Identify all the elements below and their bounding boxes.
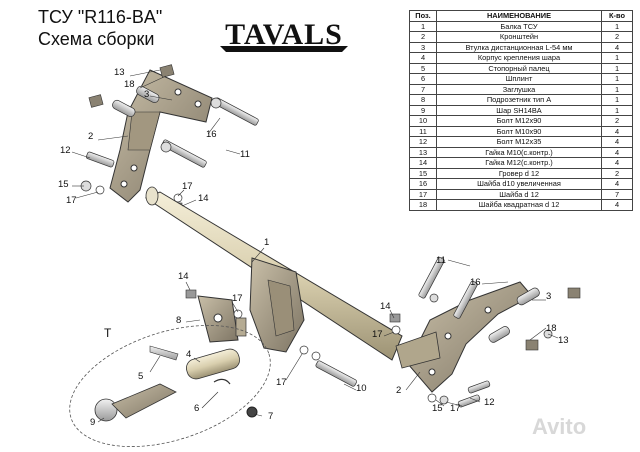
callout-18: 18: [124, 79, 135, 90]
right-bracket: [395, 281, 533, 393]
part-quantity: 4: [601, 178, 633, 190]
callout-4: 4: [186, 349, 192, 360]
ball-assembly-group: [69, 325, 271, 447]
socket-plate: [185, 289, 247, 343]
left-bolts-12: [80, 151, 183, 212]
logo-underline-icon: [220, 46, 348, 52]
callout-11: 11: [436, 255, 446, 266]
part-quantity: 4: [601, 125, 633, 137]
part-quantity: 4: [601, 199, 633, 211]
tow-bar-beam: [144, 186, 403, 361]
left-bolts-11: [160, 97, 259, 168]
drawing-title-model: ТСУ "R116-BA": [38, 7, 163, 27]
part-quantity: 4: [601, 157, 633, 169]
parts-table-header: Поз. НАИМЕНОВАНИЕ К-во: [409, 10, 633, 22]
callout-14: 14: [198, 193, 209, 204]
callout-17: 17: [450, 403, 461, 414]
left-spacer-sleeves: [112, 85, 160, 117]
brand-logo-text: TAVALS: [225, 18, 343, 51]
callout-15: 15: [58, 179, 69, 190]
callout-6: 6: [194, 403, 200, 414]
callout-10: 10: [356, 383, 367, 394]
callout-18: 18: [546, 323, 557, 334]
callout-17: 17: [232, 293, 243, 304]
right-bolts-11: [418, 257, 478, 319]
callout-t: T: [104, 326, 112, 340]
brand-logo: TAVALS: [214, 16, 354, 56]
part-quantity: 4: [601, 136, 633, 148]
callout-17: 17: [66, 195, 77, 206]
callout-16: 16: [206, 129, 217, 140]
part-quantity: 2: [601, 167, 633, 179]
callout-14: 14: [178, 271, 189, 282]
part-quantity: 4: [601, 146, 633, 158]
callout-13: 13: [114, 67, 125, 78]
callout-1: 1: [264, 237, 270, 248]
callout-12: 12: [484, 397, 495, 408]
callout-17: 17: [182, 181, 193, 192]
leader-lines: [71, 69, 559, 423]
callout-17: 17: [372, 329, 383, 340]
callout-3: 3: [144, 89, 150, 100]
watermark: Avito: [532, 414, 587, 439]
callout-14: 14: [380, 301, 391, 312]
bolt-10: [299, 345, 357, 387]
callout-2: 2: [88, 131, 94, 142]
drawing-title-subtitle: Схема сборки: [38, 29, 155, 49]
callout-7: 7: [268, 411, 274, 422]
callout-15: 15: [432, 403, 443, 414]
callout-9: 9: [90, 417, 96, 428]
callout-5: 5: [138, 371, 144, 382]
callout-12: 12: [60, 145, 71, 156]
callout-2: 2: [396, 385, 402, 396]
callout-3: 3: [546, 291, 552, 302]
left-square-washers: [88, 64, 175, 108]
callout-17: 17: [276, 377, 287, 388]
left-bracket: [109, 69, 213, 203]
callout-8: 8: [176, 315, 182, 326]
callout-11: 11: [240, 149, 250, 160]
drawing-title: ТСУ "R116-BA" Схема сборки: [38, 6, 162, 50]
part-quantity: 7: [601, 188, 633, 200]
callout-16: 16: [470, 277, 481, 288]
callout-13: 13: [558, 335, 569, 346]
